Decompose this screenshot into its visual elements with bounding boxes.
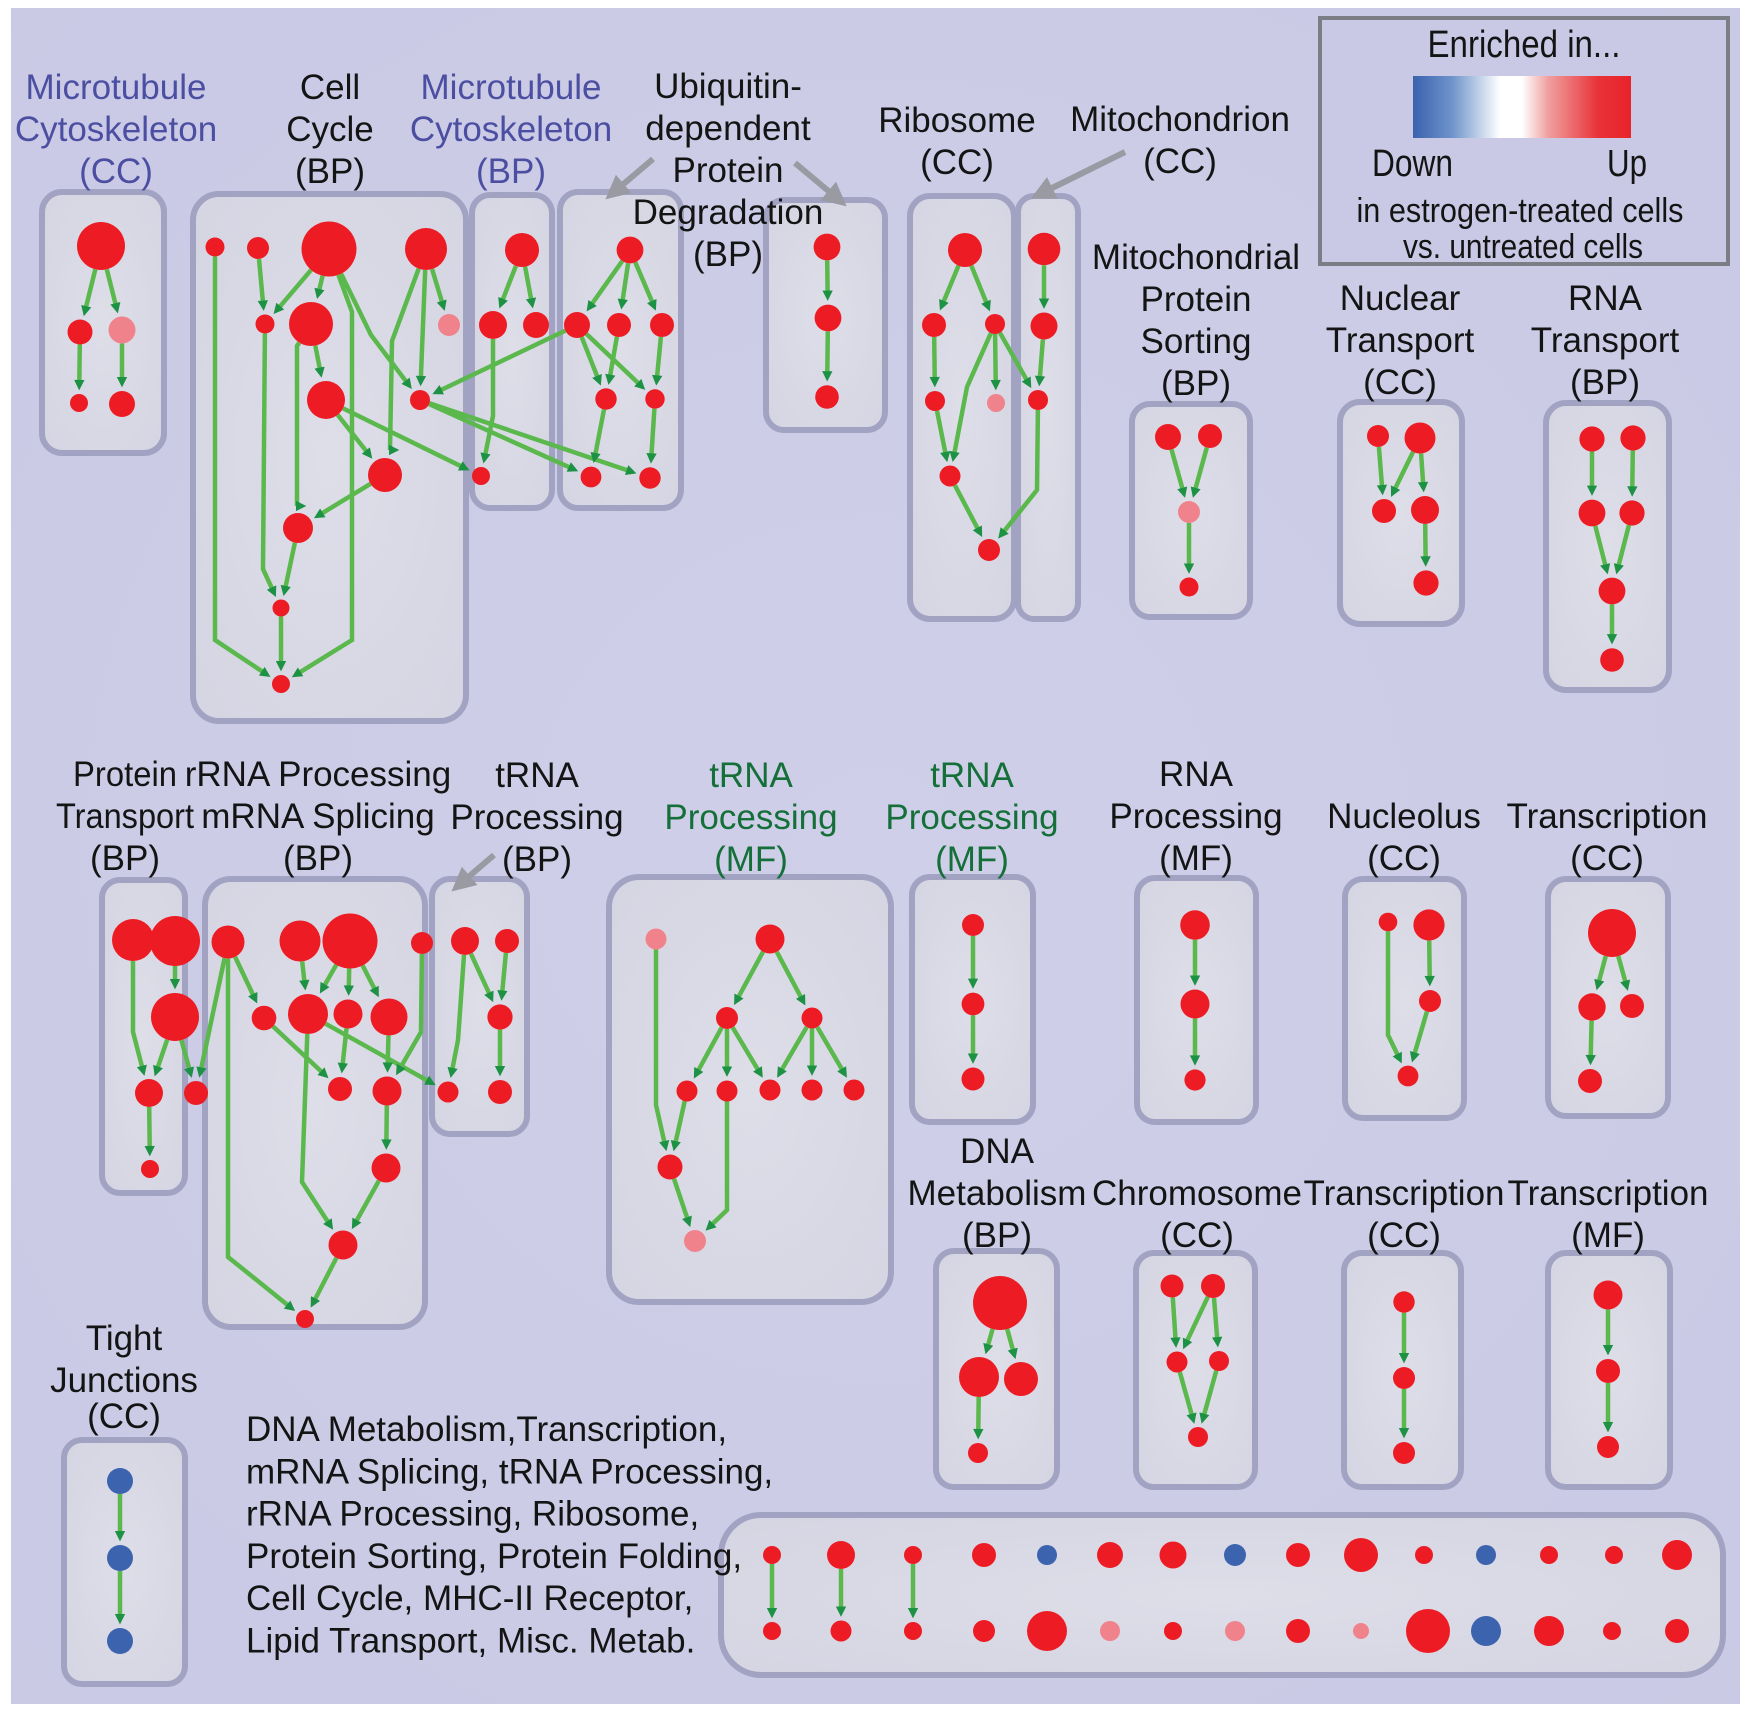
svg-text:Transcription: Transcription	[1304, 1174, 1505, 1213]
svg-text:Processing: Processing	[885, 798, 1058, 837]
svg-text:(CC): (CC)	[1363, 363, 1437, 402]
svg-text:in estrogen-treated cells: in estrogen-treated cells	[1357, 192, 1684, 230]
svg-text:(BP): (BP)	[283, 839, 353, 878]
svg-text:vs. untreated cells: vs. untreated cells	[1403, 228, 1643, 266]
svg-text:RNA: RNA	[1159, 755, 1234, 794]
svg-text:(MF): (MF)	[935, 840, 1009, 879]
svg-text:Cycle: Cycle	[286, 110, 374, 149]
svg-text:Metabolism: Metabolism	[908, 1174, 1087, 1213]
svg-text:Cytoskeleton: Cytoskeleton	[410, 110, 612, 149]
svg-text:Cytoskeleton: Cytoskeleton	[15, 110, 217, 149]
svg-text:(CC): (CC)	[920, 143, 994, 182]
svg-text:RNA: RNA	[1568, 279, 1643, 318]
svg-text:(BP): (BP)	[502, 840, 572, 879]
svg-text:Transcription: Transcription	[1508, 1174, 1709, 1213]
svg-text:Protein: Protein	[1141, 280, 1252, 319]
svg-text:Microtubule: Microtubule	[26, 68, 207, 107]
svg-text:Ribosome: Ribosome	[878, 101, 1036, 140]
svg-text:Processing: Processing	[450, 798, 623, 837]
svg-text:Nuclear: Nuclear	[1340, 279, 1461, 318]
svg-text:(CC): (CC)	[1570, 839, 1644, 878]
svg-text:(BP): (BP)	[476, 152, 546, 191]
svg-text:Mitochondrion: Mitochondrion	[1070, 100, 1290, 139]
svg-text:Cell Cycle, MHC-II Receptor,: Cell Cycle, MHC-II Receptor,	[246, 1579, 693, 1618]
svg-text:Transcription: Transcription	[1507, 797, 1708, 836]
svg-text:(MF): (MF)	[1159, 839, 1233, 878]
svg-text:(MF): (MF)	[1571, 1216, 1645, 1255]
svg-text:(BP): (BP)	[693, 235, 763, 274]
svg-text:DNA: DNA	[960, 1132, 1035, 1171]
svg-text:Transport: Transport	[1326, 321, 1475, 360]
svg-text:Protein: Protein	[73, 755, 177, 794]
svg-text:(MF): (MF)	[714, 840, 788, 879]
svg-text:mRNA Splicing: mRNA Splicing	[201, 797, 434, 836]
svg-text:Enriched in...: Enriched in...	[1428, 24, 1621, 66]
svg-text:rRNA Processing, Ribosome,: rRNA Processing, Ribosome,	[246, 1495, 699, 1534]
svg-text:(CC): (CC)	[87, 1397, 161, 1436]
svg-text:Transport: Transport	[1531, 321, 1680, 360]
svg-text:Protein Sorting, Protein Foldi: Protein Sorting, Protein Folding,	[246, 1537, 742, 1576]
svg-text:(BP): (BP)	[295, 152, 365, 191]
svg-text:Microtubule: Microtubule	[421, 68, 602, 107]
svg-text:Processing: Processing	[1109, 797, 1282, 836]
svg-text:Transport: Transport	[56, 797, 194, 836]
svg-text:rRNA Processing: rRNA Processing	[185, 755, 451, 794]
svg-text:Mitochondrial: Mitochondrial	[1092, 238, 1300, 277]
svg-text:Processing: Processing	[664, 798, 837, 837]
svg-text:(CC): (CC)	[1367, 839, 1441, 878]
svg-text:Ubiquitin-: Ubiquitin-	[654, 67, 802, 106]
svg-text:tRNA: tRNA	[930, 756, 1014, 795]
svg-text:(BP): (BP)	[90, 839, 160, 878]
svg-text:mRNA Splicing, tRNA Processing: mRNA Splicing, tRNA Processing,	[246, 1452, 773, 1491]
svg-text:Nucleolus: Nucleolus	[1327, 797, 1481, 836]
svg-text:Junctions: Junctions	[50, 1361, 198, 1400]
svg-text:Lipid Transport, Misc. Metab.: Lipid Transport, Misc. Metab.	[246, 1622, 695, 1661]
svg-text:Up: Up	[1607, 143, 1647, 185]
svg-text:Degradation: Degradation	[633, 193, 824, 232]
svg-text:Tight: Tight	[86, 1319, 163, 1358]
svg-text:(BP): (BP)	[1570, 363, 1640, 402]
svg-text:(CC): (CC)	[1160, 1216, 1234, 1255]
svg-text:Chromosome: Chromosome	[1092, 1174, 1302, 1213]
svg-text:Down: Down	[1372, 143, 1453, 185]
svg-text:tRNA: tRNA	[495, 756, 579, 795]
svg-text:(BP): (BP)	[1161, 364, 1231, 403]
svg-text:DNA Metabolism,Transcription,: DNA Metabolism,Transcription,	[246, 1410, 727, 1449]
svg-text:(CC): (CC)	[79, 152, 153, 191]
svg-text:(CC): (CC)	[1367, 1216, 1441, 1255]
svg-text:(BP): (BP)	[962, 1216, 1032, 1255]
svg-text:Cell: Cell	[300, 68, 360, 107]
svg-text:dependent: dependent	[645, 109, 811, 148]
svg-text:tRNA: tRNA	[709, 756, 793, 795]
svg-text:(CC): (CC)	[1143, 142, 1217, 181]
svg-text:Sorting: Sorting	[1141, 322, 1252, 361]
svg-text:Protein: Protein	[673, 151, 784, 190]
